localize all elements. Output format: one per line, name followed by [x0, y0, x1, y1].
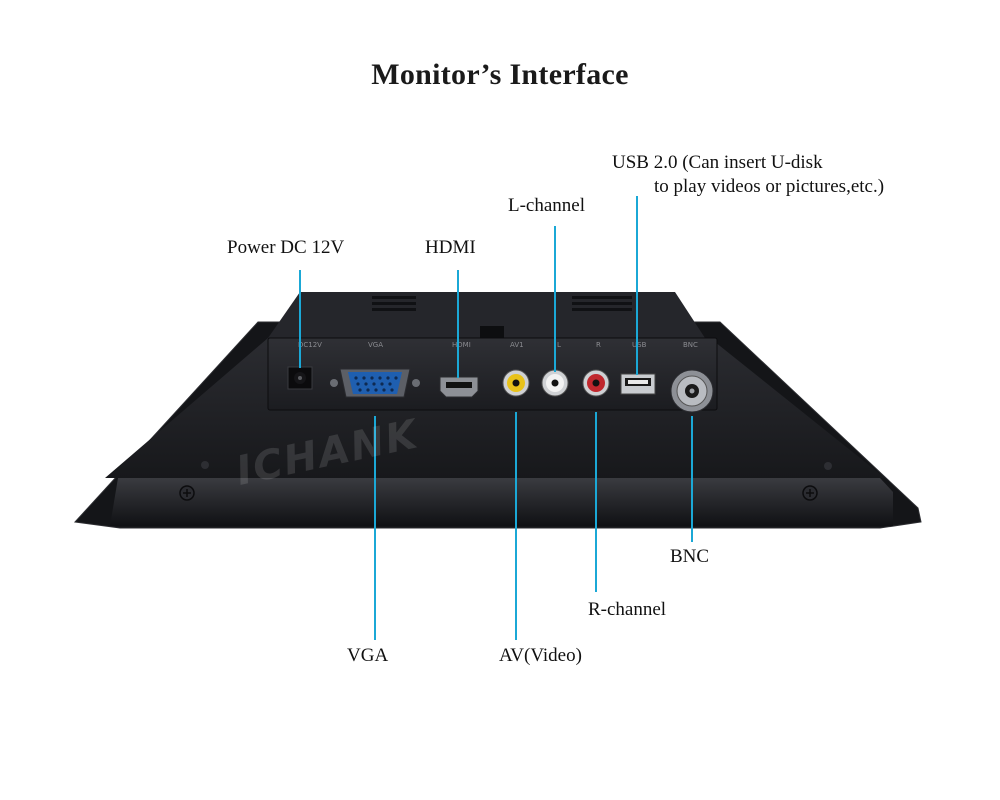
bnc-port: [670, 369, 714, 413]
label-av-video: AV(Video): [499, 645, 582, 666]
silk-av1: AV1: [510, 341, 524, 349]
silk-r: R: [596, 341, 601, 349]
vent-right: [572, 296, 632, 311]
label-r-channel: R-channel: [588, 599, 667, 620]
label-usb-line1: USB 2.0 (Can insert U-disk: [612, 152, 823, 173]
monitor-frame-bevel: [110, 478, 893, 526]
rca-r-channel-port: [582, 369, 610, 397]
silk-vga: VGA: [368, 341, 383, 349]
silk-l: L: [557, 341, 561, 349]
usb-port: [620, 373, 656, 395]
screw-left: [179, 485, 195, 501]
silk-hdmi: HDMI: [452, 341, 471, 349]
rca-av-video-port: [502, 369, 530, 397]
silk-usb: USB: [632, 341, 647, 349]
vent-left: [372, 296, 416, 311]
hdmi-port: [439, 376, 479, 398]
vga-port: [330, 368, 420, 398]
rca-l-channel-port: [541, 369, 569, 397]
label-bnc: BNC: [670, 546, 710, 567]
label-usb: USB 2.0 (Can insert U-disk to play video…: [612, 151, 884, 199]
label-hdmi: HDMI: [425, 237, 476, 258]
silk-bnc: BNC: [683, 341, 698, 349]
label-usb-line2: to play videos or pictures,etc.): [654, 176, 885, 197]
dc-power-jack: [287, 366, 313, 390]
label-l-channel: L-channel: [508, 195, 586, 216]
page-title: Monitor’s Interface: [371, 58, 629, 91]
label-vga: VGA: [347, 645, 389, 666]
silk-dc: DC12V: [298, 341, 322, 349]
leader-lines: [299, 196, 693, 640]
label-power-dc: Power DC 12V: [227, 237, 345, 258]
screw-right: [802, 485, 818, 501]
